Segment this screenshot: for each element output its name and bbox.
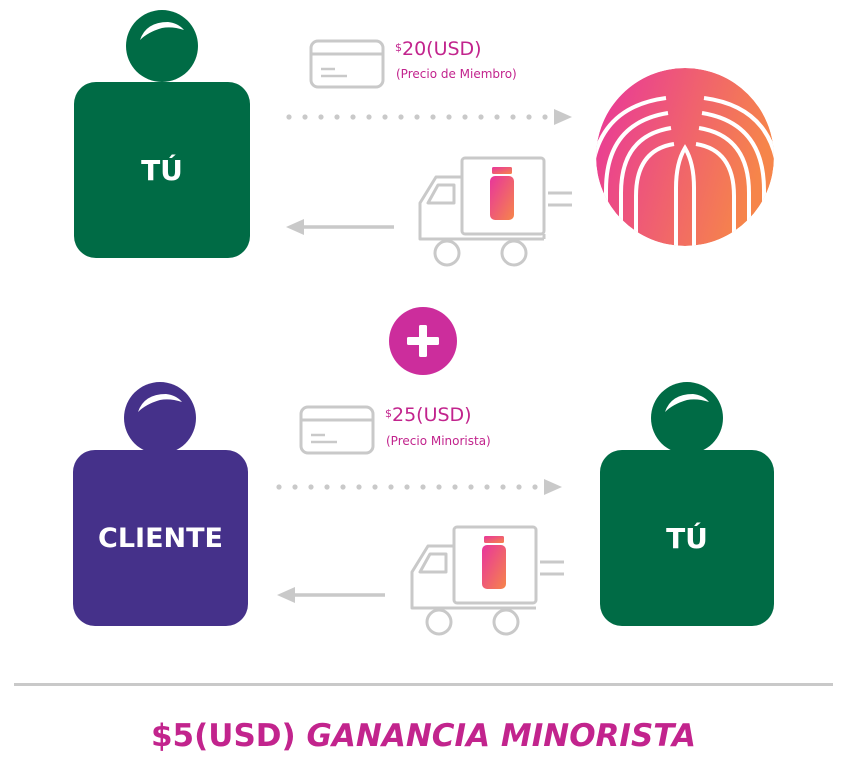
profit-summary: $5(USD) GANANCIA MINORISTA	[0, 718, 847, 754]
delivery-truck-icon	[418, 156, 572, 267]
delivery-truck-icon	[410, 525, 564, 636]
customer-body: CLIENTE	[73, 450, 248, 626]
credit-card-icon	[299, 405, 375, 455]
member-head	[651, 382, 723, 454]
member-price-note: (Precio de Miembro)	[396, 67, 517, 81]
head-shine-icon	[138, 394, 182, 412]
plus-icon	[389, 307, 457, 375]
delivery-arrow-left	[277, 587, 385, 603]
member-body: TÚ	[74, 82, 250, 258]
head-shine-icon	[140, 22, 184, 40]
seller-label: TÚ	[666, 521, 708, 555]
customer-figure: CLIENTE	[73, 382, 248, 626]
product-bottle-icon	[482, 536, 506, 589]
head-shine-icon	[665, 394, 709, 412]
retail-price: $25(USD)	[385, 404, 472, 426]
payment-arrow-right	[286, 109, 572, 125]
member-price: $20(USD)	[395, 38, 482, 60]
member-body: TÚ	[600, 450, 774, 626]
brand-logo-icon	[596, 68, 774, 246]
credit-card-icon	[309, 39, 385, 89]
profit-amount: $5(USD)	[150, 718, 296, 754]
member-figure-bottom: TÚ	[600, 382, 774, 626]
customer-label: CLIENTE	[98, 522, 223, 554]
member-head	[126, 10, 198, 82]
delivery-arrow-left	[286, 219, 394, 235]
retail-price-note: (Precio Minorista)	[386, 434, 491, 448]
payment-arrow-right	[276, 479, 562, 495]
member-figure-top: TÚ	[74, 10, 250, 258]
product-bottle-icon	[490, 167, 514, 220]
profit-label: GANANCIA MINORISTA	[306, 718, 697, 754]
customer-head	[124, 382, 196, 454]
divider	[14, 683, 833, 686]
member-label: TÚ	[141, 153, 183, 187]
